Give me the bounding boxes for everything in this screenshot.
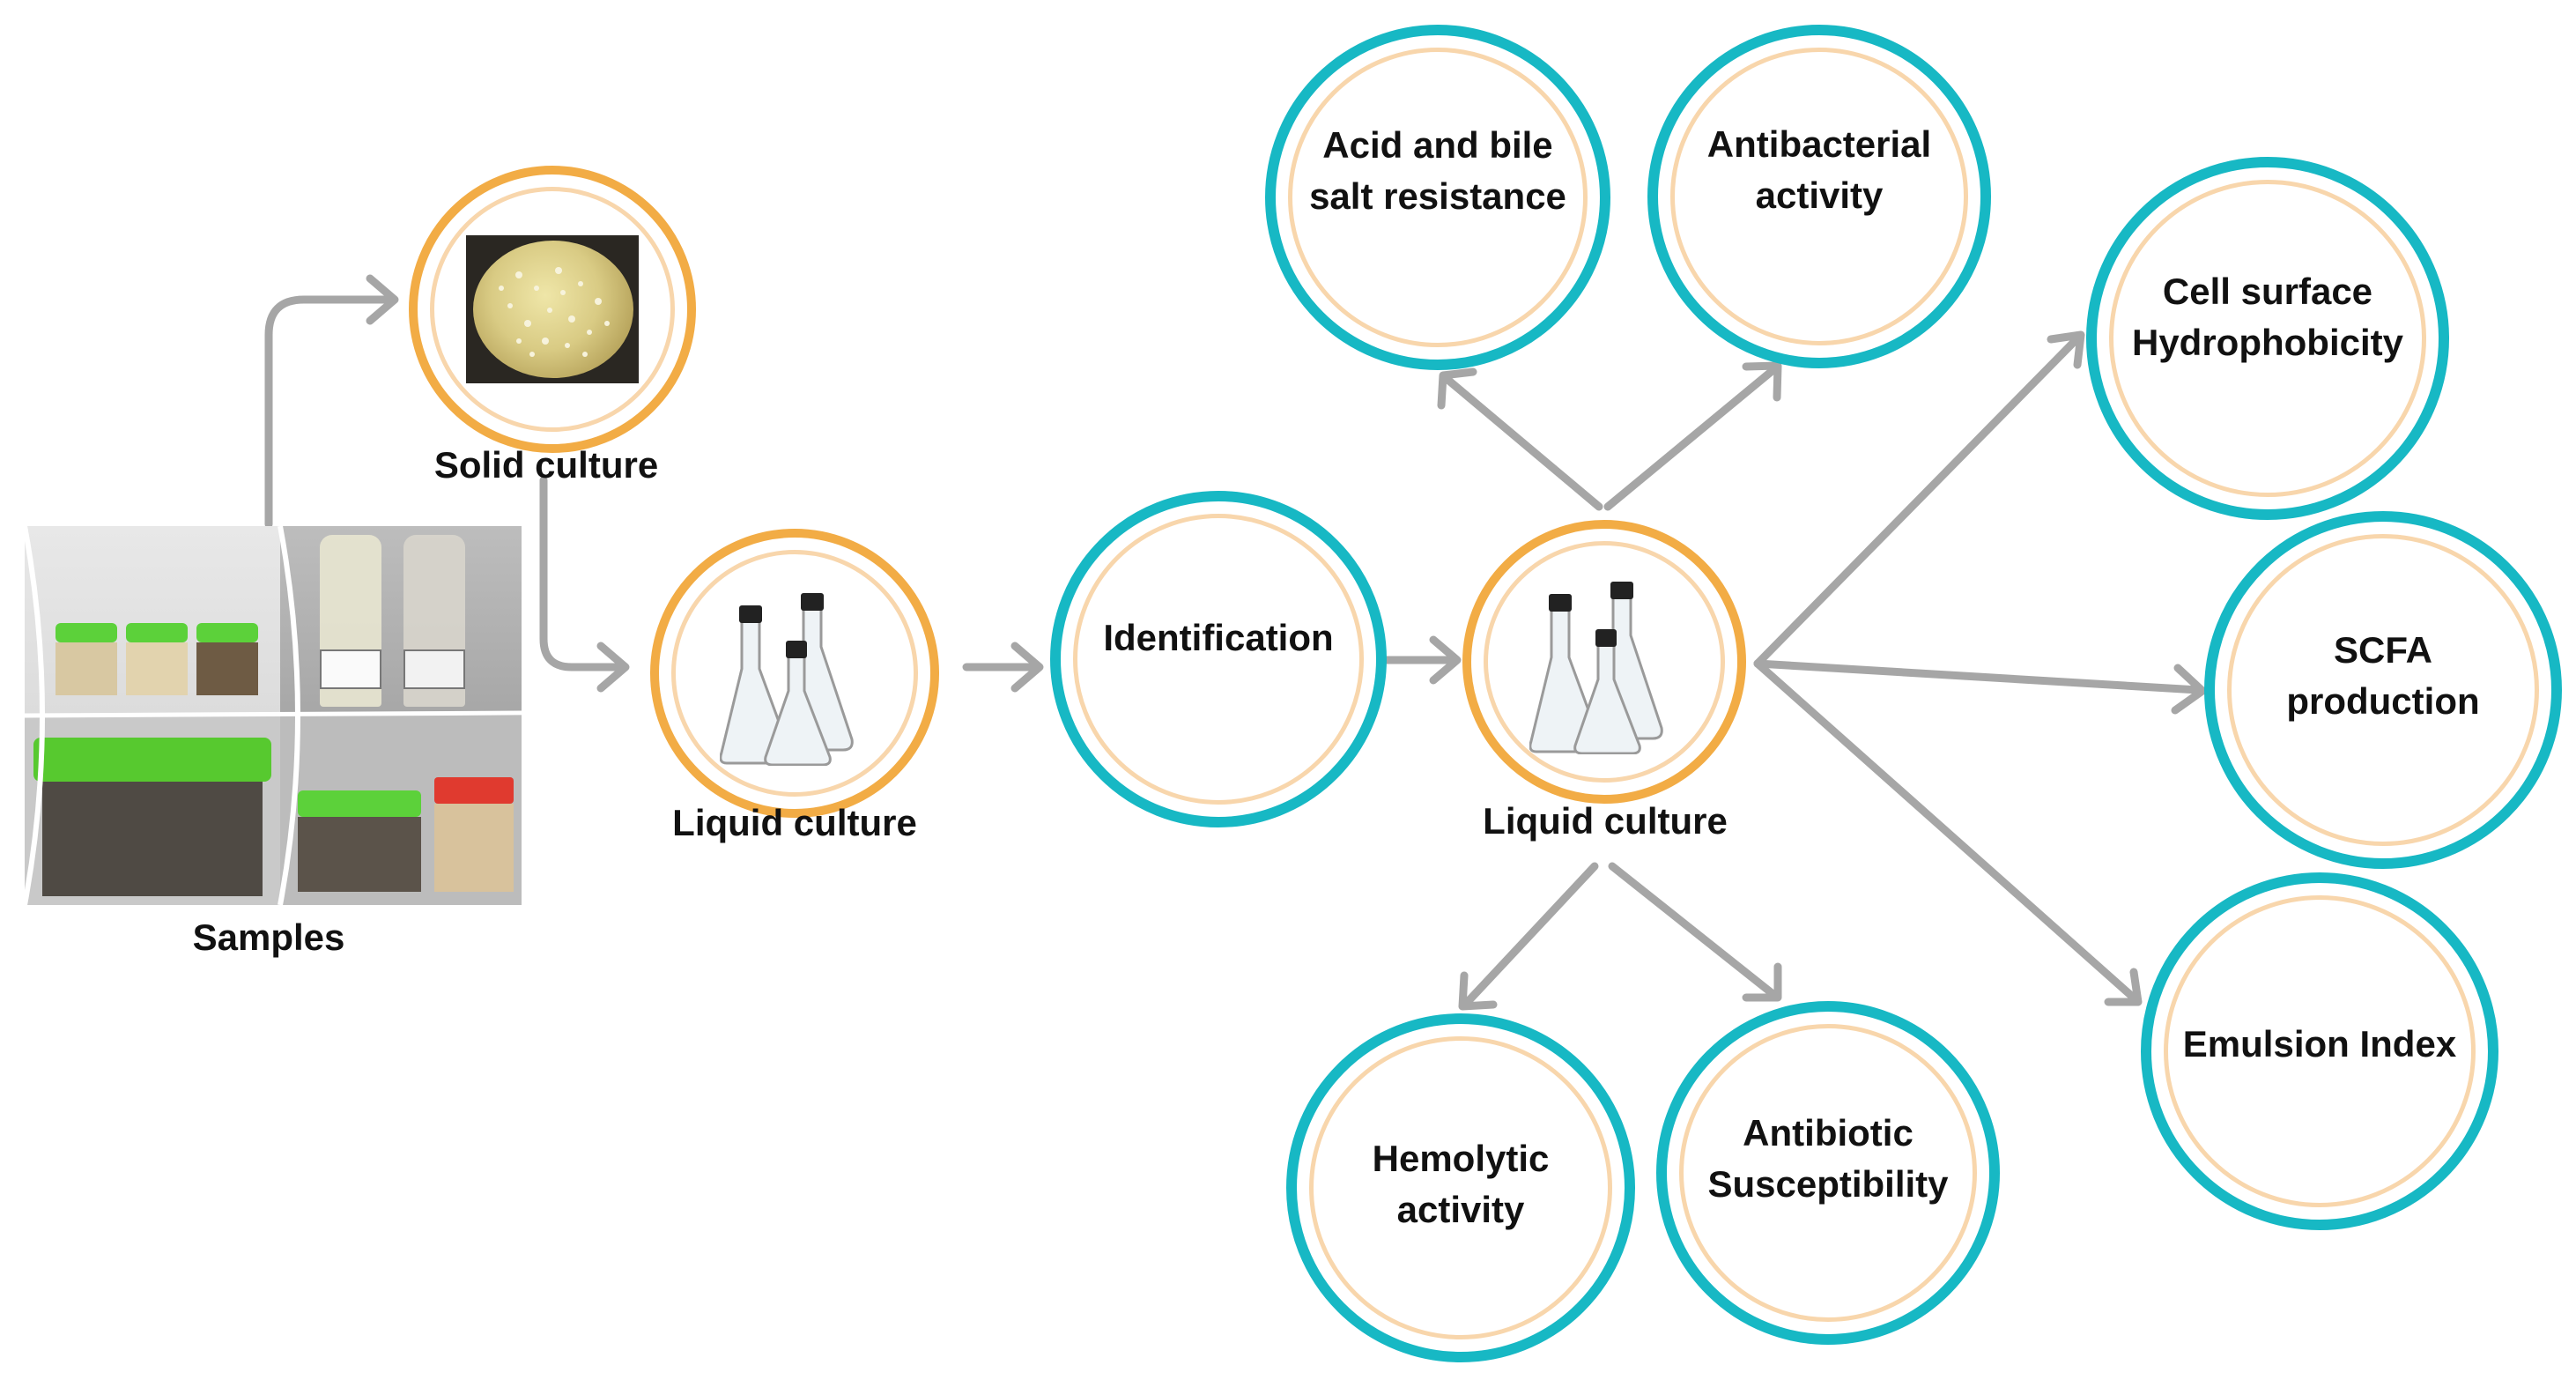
arrowhead	[596, 642, 630, 693]
arrow-to-emulsion	[1753, 659, 2141, 1005]
flasks-icon	[720, 593, 854, 766]
acid-bile-node: Acid and bile salt resistance	[1265, 25, 1610, 370]
emulsion-node: Emulsion Index	[2141, 872, 2498, 1230]
scfa-label: SCFA production	[2286, 629, 2480, 722]
arrow-to-antibiotic	[1608, 862, 1780, 1000]
flasks-icon	[1529, 582, 1663, 754]
inner-ring	[1288, 48, 1588, 347]
cell-surface-node: Cell surface Hydrophobicity	[2086, 157, 2449, 520]
inner-ring	[430, 187, 675, 432]
arrowhead	[1458, 971, 1498, 1011]
arrowhead	[1429, 635, 1462, 685]
arrowhead	[1742, 361, 1782, 402]
inner-ring	[1679, 1024, 1977, 1322]
inner-ring	[1670, 48, 1968, 345]
scfa-node: SCFA production	[2204, 511, 2562, 869]
identification-node: Identification	[1050, 491, 1387, 827]
arrowhead	[2171, 664, 2207, 715]
antibacterial-label: Antibacterial activity	[1706, 123, 1932, 216]
arrow-to-scfa	[1753, 659, 2202, 694]
arrow-samples-to-solid	[264, 295, 396, 529]
samples-photo	[25, 526, 522, 905]
antibiotic-node: Antibiotic Susceptibility	[1656, 1001, 2000, 1345]
samples-caption: Samples	[192, 916, 345, 958]
arrow-to-hemolytic	[1461, 862, 1599, 1009]
inner-ring	[671, 550, 918, 797]
emulsion-label: Emulsion Index	[2182, 1023, 2457, 1065]
inner-ring	[1073, 514, 1364, 805]
inner-ring	[2164, 895, 2476, 1207]
identification-label: Identification	[1103, 617, 1334, 658]
arrowhead	[366, 274, 399, 325]
arrowhead	[2104, 968, 2143, 1006]
antibacterial-node: Antibacterial activity	[1647, 25, 1991, 368]
inner-ring	[1484, 541, 1725, 783]
liquid-culture-caption: Liquid culture	[672, 802, 917, 843]
liquid-culture-2-caption: Liquid culture	[1483, 800, 1728, 842]
hemolytic-node: Hemolytic activity	[1286, 1013, 1635, 1362]
arrowhead	[1010, 642, 1044, 693]
arrow-to-antibacterial	[1603, 364, 1780, 511]
liquid-culture-node	[650, 529, 939, 818]
inner-ring	[2227, 534, 2539, 846]
solid-culture-node	[409, 166, 696, 453]
arrow-to-cellsurface	[1753, 332, 2084, 668]
antibiotic-label: Antibiotic Susceptibility	[1707, 1112, 1949, 1205]
inner-ring	[1309, 1036, 1612, 1339]
arrow-solid-to-liquid	[539, 476, 625, 671]
cell-surface-label: Cell surface Hydrophobicity	[2131, 271, 2403, 363]
solid-culture-caption: Solid culture	[433, 444, 659, 486]
inner-ring	[2109, 180, 2426, 497]
arrowhead	[1742, 962, 1782, 1002]
hemolytic-label: Hemolytic activity	[1372, 1138, 1550, 1230]
liquid-culture-2-node	[1462, 520, 1746, 804]
arrow-to-acid	[1440, 373, 1603, 511]
petri-dish-image	[466, 235, 639, 383]
acid-bile-label: Acid and bile salt resistance	[1309, 124, 1566, 217]
arrowhead	[2047, 330, 2085, 369]
arrowhead	[1437, 367, 1477, 410]
